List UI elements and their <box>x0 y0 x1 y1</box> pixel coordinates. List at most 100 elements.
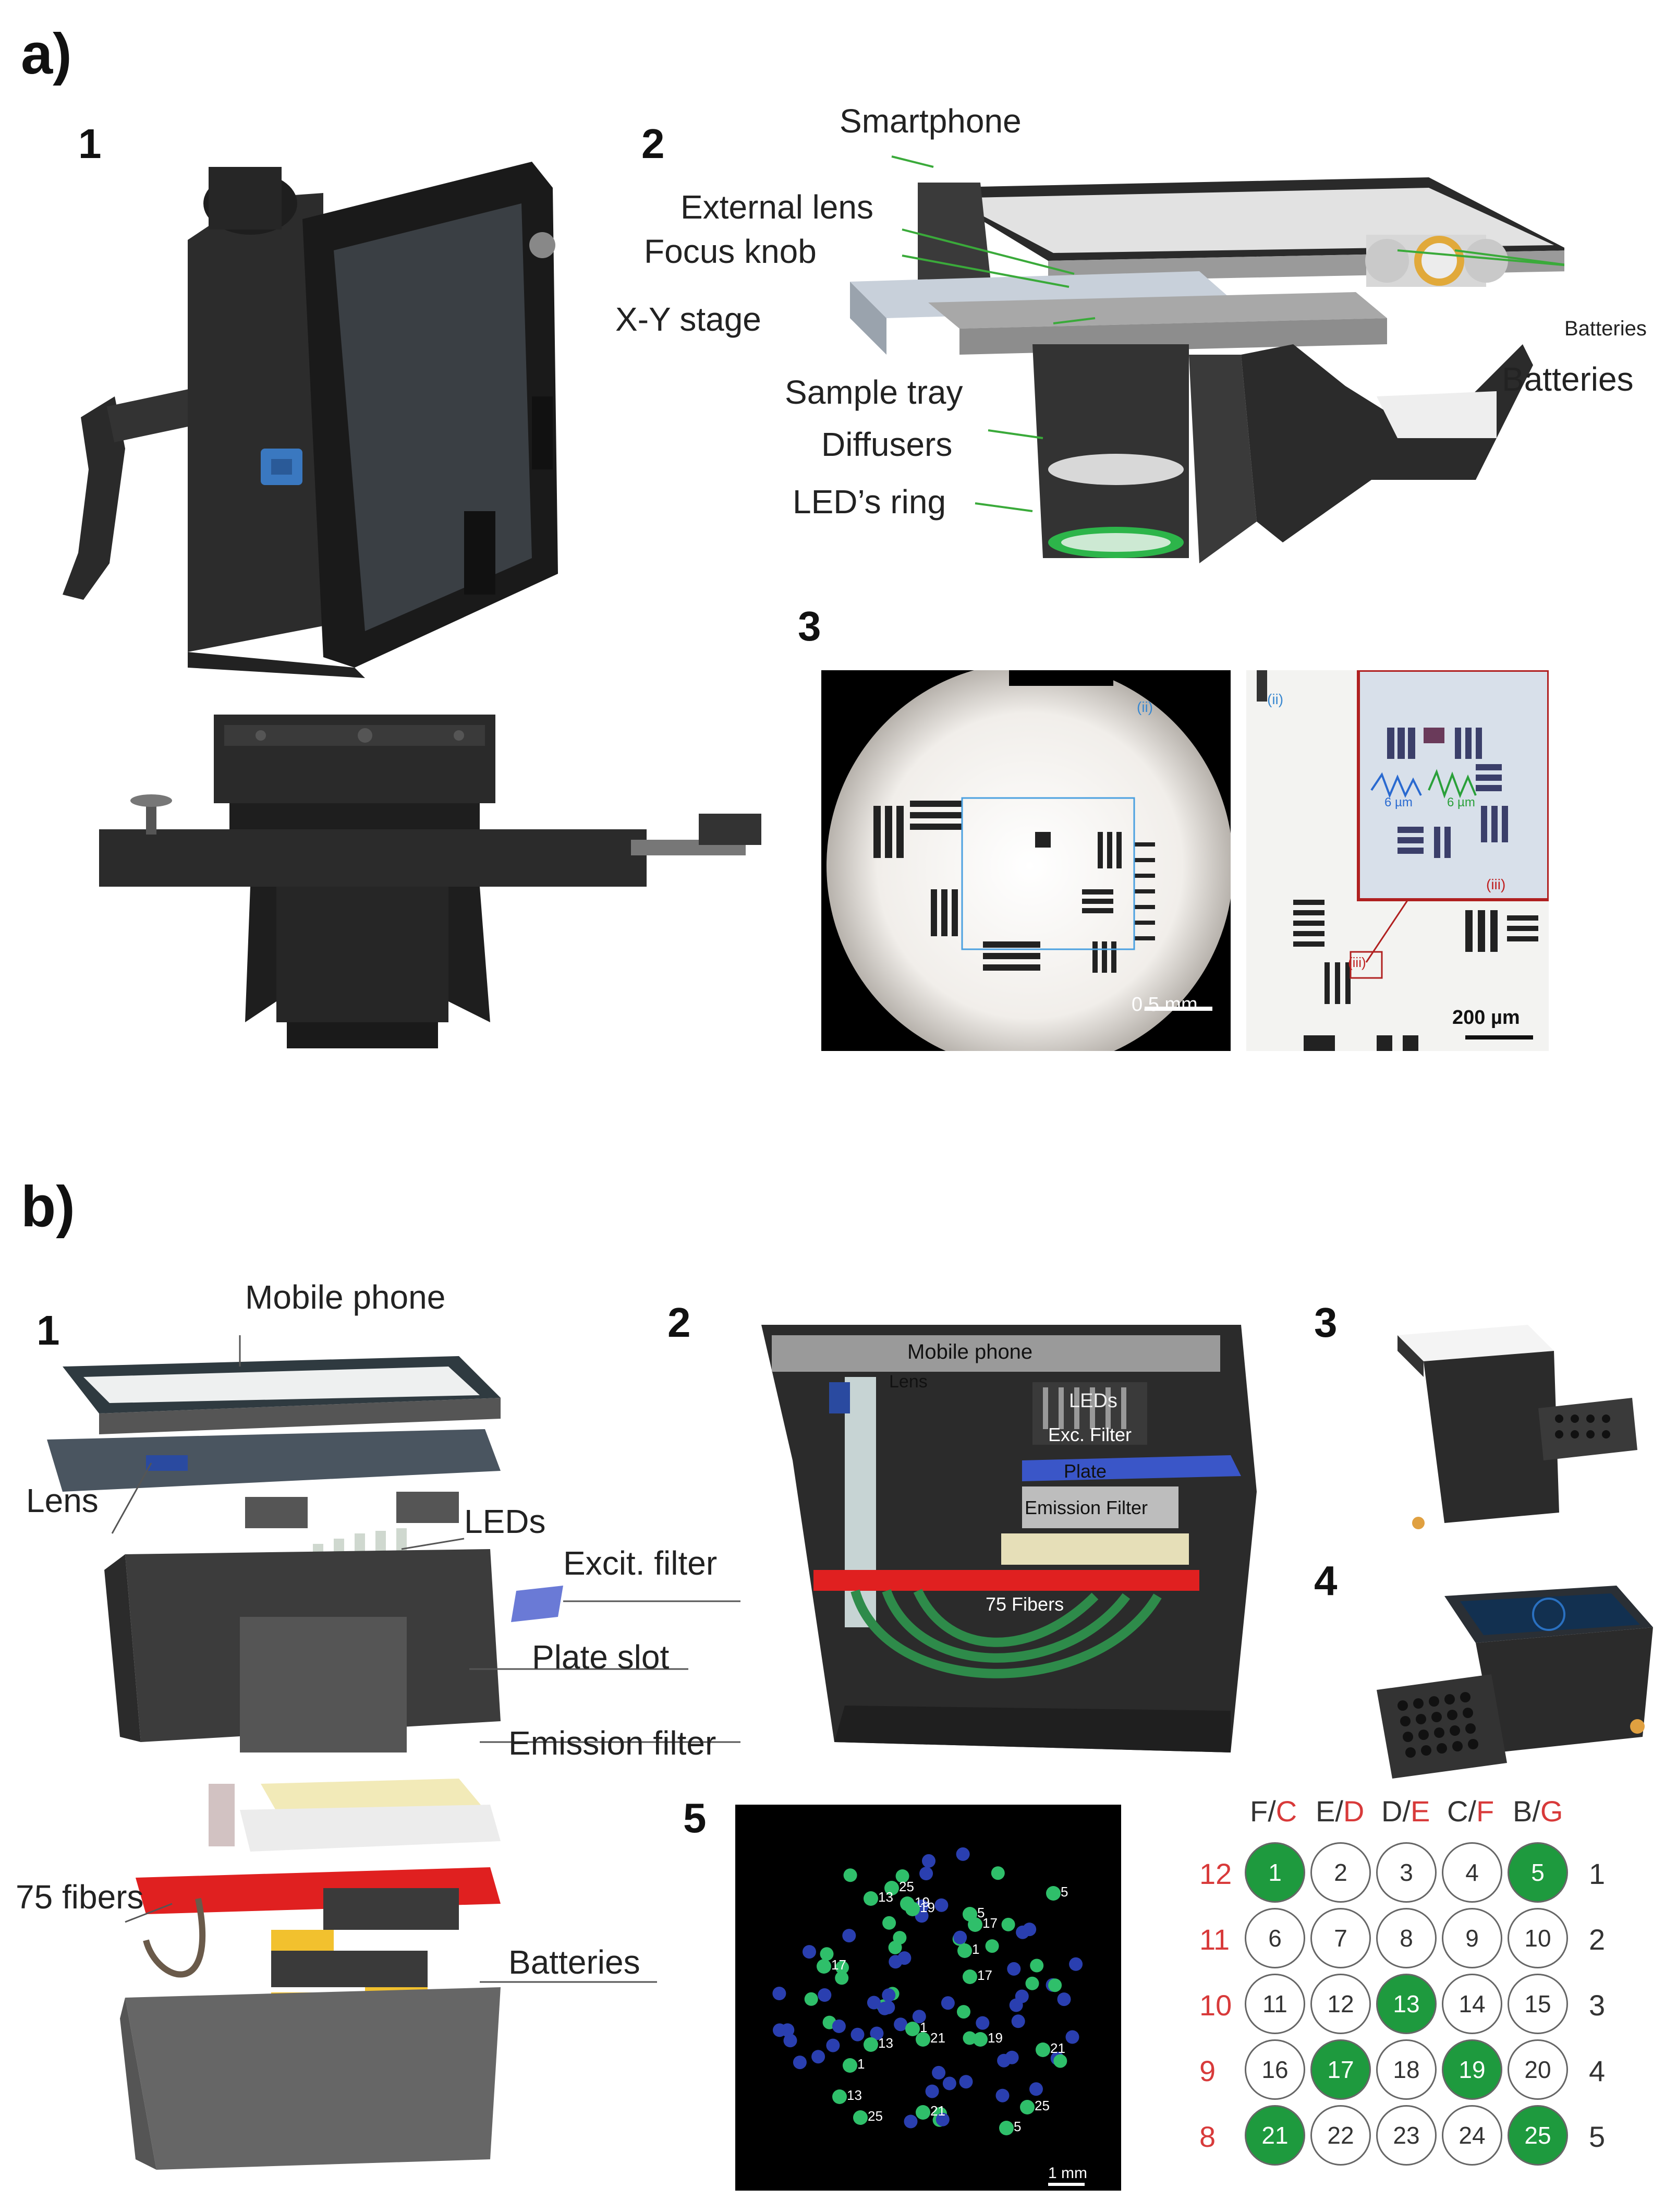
well-row-label-right: 2 <box>1589 1923 1606 1956</box>
fluorimeter-cutaway-render <box>730 1304 1278 1752</box>
b1-label-leds: LEDs <box>464 1503 546 1540</box>
well: 22 <box>1310 2105 1371 2166</box>
fiber-dot-labeled <box>963 1969 977 1984</box>
label-xy-stage: X-Y stage <box>615 300 761 338</box>
fiber-number-label: 13 <box>878 2035 893 2051</box>
fiber-dot <box>1023 1923 1037 1937</box>
panel-b-sub-2: 2 <box>667 1299 691 1346</box>
fiber-dot <box>867 1996 881 2010</box>
fiber-dot <box>832 2019 846 2033</box>
well-column-header: C/F <box>1447 1795 1494 1828</box>
well: 7 <box>1310 1908 1371 1968</box>
panel-a-letter: a) <box>21 22 72 86</box>
fiber-dot <box>1048 1978 1062 1992</box>
well-row-label-left: 11 <box>1199 1923 1230 1956</box>
well-highlighted: 1 <box>1245 1842 1305 1903</box>
fiber-dot <box>1001 1917 1015 1931</box>
fiber-dot <box>881 2000 895 2014</box>
fiber-number-label: 21 <box>930 2030 945 2046</box>
well: 14 <box>1442 1974 1502 2034</box>
fiber-dot-labeled <box>817 1959 831 1974</box>
b2-label-exc-filter: Exc. Filter <box>1048 1424 1132 1445</box>
fiber-dot <box>783 2034 797 2048</box>
label-external-lens: External lens <box>680 188 873 226</box>
fiber-dot <box>991 1866 1005 1880</box>
well: 10 <box>1508 1908 1568 1968</box>
fiber-dot <box>894 2017 908 2032</box>
well: 4 <box>1442 1842 1502 1903</box>
fiber-dot <box>904 2114 918 2129</box>
fiber-dot-labeled <box>973 2032 988 2047</box>
fiber-dot <box>793 2056 807 2070</box>
fiber-dot <box>826 2038 840 2052</box>
fiber-dot <box>922 1854 935 1868</box>
fiber-number-label: 25 <box>899 1879 914 1894</box>
fiber-dot <box>985 1939 999 1953</box>
fiber-number-label: 25 <box>1035 2098 1050 2113</box>
fiber-dot <box>934 1898 949 1912</box>
fiber-dot-labeled <box>864 2037 878 2052</box>
fiber-dot <box>1011 2014 1025 2028</box>
well: 15 <box>1508 1974 1568 2034</box>
label-focus-knob: Focus knob <box>644 233 817 270</box>
fiber-number-label: 5 <box>1014 2119 1021 2134</box>
fluorimeter-photo-phone-mounted <box>1371 1565 1663 1784</box>
fiber-dot <box>957 2005 970 2019</box>
panel-b-sub-4: 4 <box>1314 1557 1338 1604</box>
fiber-number-label: 19 <box>988 2030 1003 2046</box>
fiber-dot-labeled <box>916 2032 930 2047</box>
fiber-dot <box>1029 2082 1043 2096</box>
fiber-dot <box>889 1955 903 1969</box>
fiber-dot-labeled <box>864 1891 878 1906</box>
label-batteries-small: Batteries <box>1564 317 1647 340</box>
fiber-dot <box>882 1988 896 2002</box>
microscope-device-photo-front <box>31 104 579 678</box>
panel-a-sub-1: 1 <box>78 120 102 167</box>
label-smartphone: Smartphone <box>840 102 1022 140</box>
fiber-dot-labeled <box>905 2022 920 2036</box>
well: 24 <box>1442 2105 1502 2166</box>
microscope-device-photo-side <box>94 709 772 1054</box>
b2-label-plate: Plate <box>1064 1460 1107 1482</box>
fiber-dot-labeled <box>884 1881 899 1895</box>
fiber-dot <box>1057 1992 1071 2006</box>
fiber-dot <box>1007 1962 1021 1976</box>
b1-label-batteries: Batteries <box>508 1943 640 1981</box>
roi-label-blue-left: (ii) <box>1137 699 1153 715</box>
b2-label-leds: LEDs <box>1069 1390 1117 1412</box>
fiber-dot <box>953 1930 967 1944</box>
well-row-label-left: 8 <box>1199 2120 1216 2153</box>
fiber-number-label: 21 <box>930 2103 945 2119</box>
well: 8 <box>1376 1908 1437 1968</box>
well: 20 <box>1508 2039 1568 2100</box>
fiber-dot <box>1065 2030 1079 2044</box>
fiber-dot <box>818 1988 832 2002</box>
fiber-dot <box>842 1929 856 1943</box>
microscope-cutaway-render <box>824 146 1564 579</box>
fiber-dot <box>1069 1957 1083 1971</box>
fiber-dot-labeled <box>1046 1886 1061 1901</box>
fiber-dot <box>803 1945 816 1959</box>
well-column-header: E/D <box>1316 1795 1365 1828</box>
fiber-number-label: 5 <box>977 1905 985 1920</box>
panel-b-sub-3: 3 <box>1314 1299 1338 1346</box>
fluorimeter-photo-plate-inserted <box>1382 1304 1643 1539</box>
fiber-dot <box>773 2023 786 2037</box>
well: 2 <box>1310 1842 1371 1903</box>
fiber-dot <box>919 1867 933 1880</box>
well-row-label-right: 1 <box>1589 1857 1606 1890</box>
label-sample-tray: Sample tray <box>785 373 963 411</box>
well-row-label-right: 4 <box>1589 2054 1606 2087</box>
roi-label-red-small: (iii) <box>1348 954 1366 970</box>
well-highlighted: 19 <box>1442 2039 1502 2100</box>
b1-label-lens: Lens <box>26 1482 99 1519</box>
roi-label-red-right: (iii) <box>1486 876 1506 892</box>
panel-a-sub-3: 3 <box>798 603 821 649</box>
fiber-dot <box>1025 1976 1039 1990</box>
well: 16 <box>1245 2039 1305 2100</box>
fiber-dot-labeled <box>1020 2100 1035 2114</box>
label-leds-ring: LED’s ring <box>793 483 946 521</box>
fiber-dot-labeled <box>832 2089 847 2104</box>
fiber-number-label: 13 <box>878 1889 893 1905</box>
